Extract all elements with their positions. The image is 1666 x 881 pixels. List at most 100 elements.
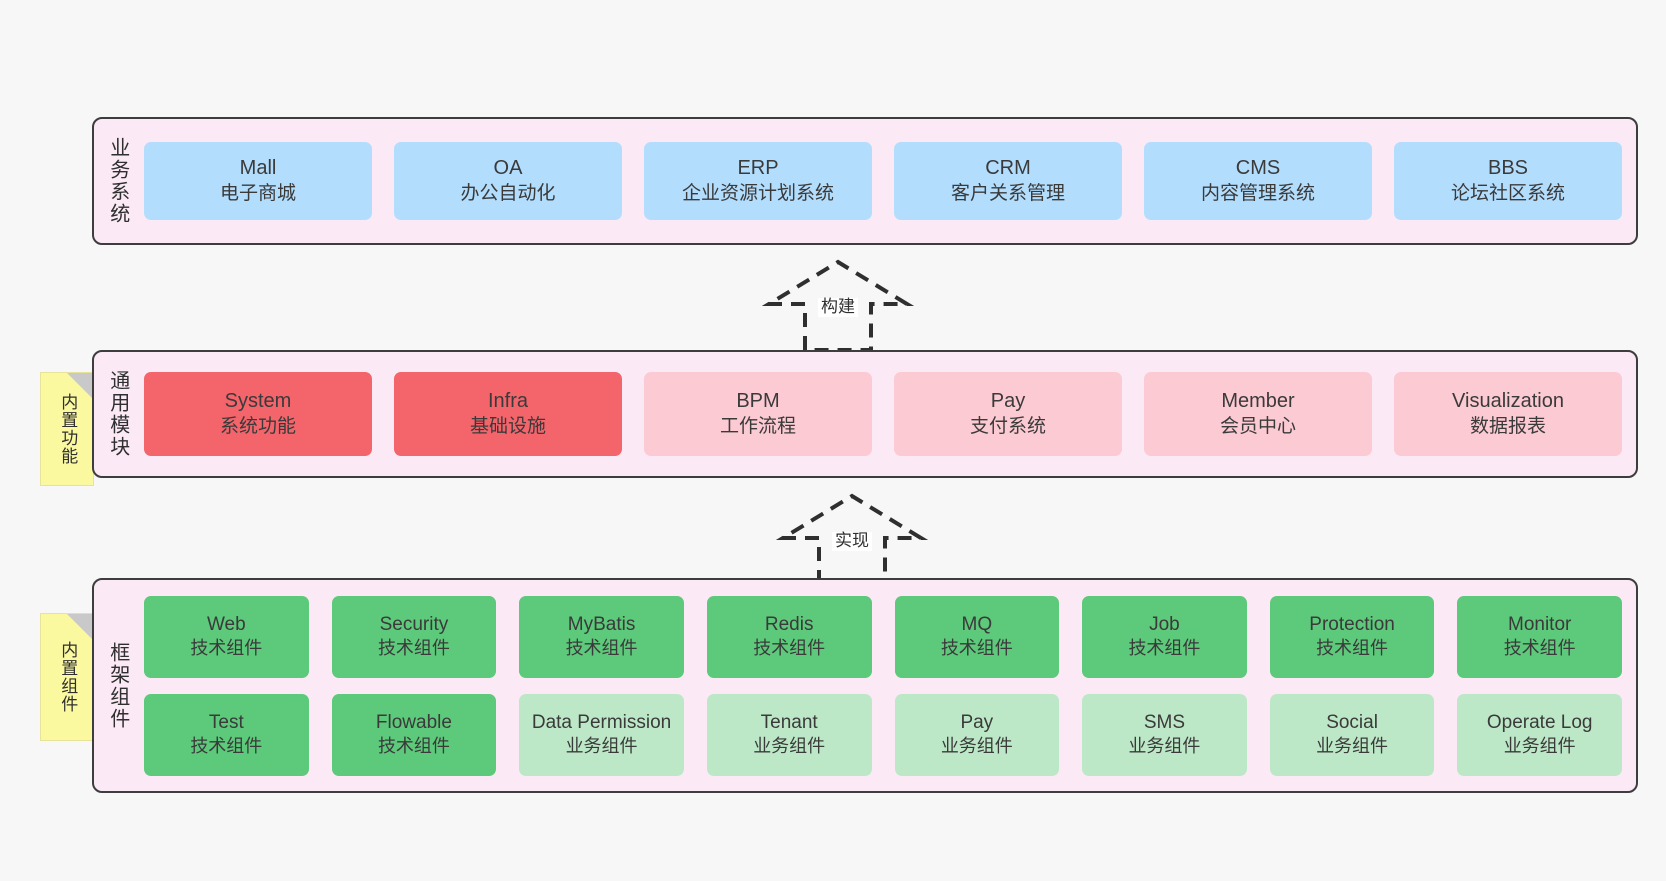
node-test-cn: 技术组件 [190, 736, 263, 757]
node-cms-cn: 内容管理系统 [1200, 182, 1315, 204]
node-tenant[interactable]: Tenant 业务组件 [706, 693, 872, 776]
layer-business-system[interactable]: 业务系统 Mall 电子商城 OA 办公自动化 ERP 企业资源计划系统 CRM… [92, 117, 1638, 245]
node-bpm-cn: 工作流程 [719, 415, 796, 437]
layer-common-module[interactable]: 通用模块 System 系统功能 Infra 基础设施 BPM 工作流程 Pay… [92, 350, 1638, 478]
node-protection[interactable]: Protection 技术组件 [1269, 595, 1435, 678]
node-pay-component-cn: 业务组件 [940, 736, 1013, 757]
node-test[interactable]: Test 技术组件 [144, 693, 309, 776]
node-visualization-cn: 数据报表 [1469, 415, 1546, 437]
node-monitor-cn: 技术组件 [1503, 638, 1576, 659]
node-erp[interactable]: ERP 企业资源计划系统 [644, 142, 872, 220]
node-web[interactable]: Web 技术组件 [144, 595, 309, 678]
node-visualization[interactable]: Visualization 数据报表 [1394, 372, 1622, 456]
node-bpm[interactable]: BPM 工作流程 [644, 372, 872, 456]
framework-tech-row: Web 技术组件 Security 技术组件 MyBatis 技术组件 Redi… [144, 595, 1622, 678]
layer-framework-component[interactable]: 框架组件 Web 技术组件 Security 技术组件 MyBatis 技术组件… [92, 578, 1638, 793]
business-system-row: Mall 电子商城 OA 办公自动化 ERP 企业资源计划系统 CRM 客户关系… [144, 142, 1622, 220]
node-member-cn: 会员中心 [1219, 415, 1296, 437]
node-cms-en: CMS [1235, 157, 1281, 180]
node-oa[interactable]: OA 办公自动化 [394, 142, 622, 220]
node-test-en: Test [208, 711, 244, 733]
node-job[interactable]: Job 技术组件 [1082, 595, 1247, 678]
sticky-note-builtin-component: 内置组件 [40, 613, 94, 741]
node-mall[interactable]: Mall 电子商城 [144, 142, 372, 220]
node-bbs-cn: 论坛社区系统 [1450, 182, 1565, 204]
node-social[interactable]: Social 业务组件 [1269, 693, 1435, 776]
node-tenant-en: Tenant [760, 711, 818, 733]
node-protection-en: Protection [1309, 613, 1395, 635]
node-mq-cn: 技术组件 [940, 638, 1013, 659]
node-erp-cn: 企业资源计划系统 [681, 182, 834, 204]
node-redis[interactable]: Redis 技术组件 [706, 595, 872, 678]
node-mybatis-cn: 技术组件 [565, 638, 638, 659]
sticky-note-builtin-function: 内置功能 [40, 372, 94, 486]
node-sms-en: SMS [1143, 711, 1186, 733]
node-operate-log-en: Operate Log [1486, 711, 1593, 733]
common-module-row: System 系统功能 Infra 基础设施 BPM 工作流程 Pay 支付系统… [144, 372, 1622, 456]
node-flowable[interactable]: Flowable 技术组件 [331, 693, 497, 776]
connector-build-label: 构建 [818, 297, 858, 317]
node-security-en: Security [379, 613, 449, 635]
layer-title-framework-component: 框架组件 [106, 641, 129, 730]
node-erp-en: ERP [737, 157, 779, 180]
node-sms-cn: 业务组件 [1128, 736, 1201, 757]
connector-build: 构建 [761, 258, 915, 353]
node-mall-en: Mall [239, 157, 277, 180]
node-pay-module-cn: 支付系统 [969, 415, 1046, 437]
node-member-en: Member [1221, 390, 1295, 413]
node-monitor-en: Monitor [1508, 613, 1572, 635]
node-oa-cn: 办公自动化 [460, 182, 556, 204]
node-security[interactable]: Security 技术组件 [331, 595, 497, 678]
node-flowable-cn: 技术组件 [377, 736, 450, 757]
layer-body-business-system: Mall 电子商城 OA 办公自动化 ERP 企业资源计划系统 CRM 客户关系… [140, 119, 1636, 243]
node-sms[interactable]: SMS 业务组件 [1082, 693, 1247, 776]
node-bbs[interactable]: BBS 论坛社区系统 [1394, 142, 1622, 220]
layer-body-common-module: System 系统功能 Infra 基础设施 BPM 工作流程 Pay 支付系统… [140, 352, 1636, 476]
node-mybatis-en: MyBatis [567, 613, 636, 635]
node-redis-en: Redis [764, 613, 814, 635]
node-cms[interactable]: CMS 内容管理系统 [1144, 142, 1372, 220]
node-crm[interactable]: CRM 客户关系管理 [894, 142, 1122, 220]
node-system[interactable]: System 系统功能 [144, 372, 372, 456]
node-bpm-en: BPM [736, 390, 780, 413]
node-operate-log[interactable]: Operate Log 业务组件 [1457, 693, 1622, 776]
node-protection-cn: 技术组件 [1316, 638, 1389, 659]
node-pay-component[interactable]: Pay 业务组件 [894, 693, 1060, 776]
node-tenant-cn: 业务组件 [753, 736, 826, 757]
node-pay-module-en: Pay [990, 390, 1026, 413]
layer-title-common-module: 通用模块 [106, 370, 129, 458]
node-social-cn: 业务组件 [1316, 736, 1389, 757]
layer-body-framework-component: Web 技术组件 Security 技术组件 MyBatis 技术组件 Redi… [140, 580, 1636, 791]
node-data-permission[interactable]: Data Permission 业务组件 [519, 693, 684, 776]
node-infra[interactable]: Infra 基础设施 [394, 372, 622, 456]
node-monitor[interactable]: Monitor 技术组件 [1457, 595, 1622, 678]
connector-implement-label: 实现 [832, 531, 872, 551]
node-mybatis[interactable]: MyBatis 技术组件 [519, 595, 684, 678]
node-job-cn: 技术组件 [1128, 638, 1201, 659]
framework-business-row: Test 技术组件 Flowable 技术组件 Data Permission … [144, 693, 1622, 776]
node-flowable-en: Flowable [375, 711, 452, 733]
node-infra-en: Infra [487, 390, 529, 413]
node-redis-cn: 技术组件 [753, 638, 826, 659]
node-mq-en: MQ [961, 613, 993, 635]
node-crm-en: CRM [985, 157, 1031, 180]
sticky-note-builtin-component-label: 内置组件 [58, 641, 78, 713]
node-infra-cn: 基础设施 [469, 415, 546, 437]
node-mq[interactable]: MQ 技术组件 [894, 595, 1060, 678]
node-data-permission-en: Data Permission [531, 711, 672, 733]
node-web-en: Web [206, 613, 246, 635]
node-social-en: Social [1326, 711, 1378, 733]
node-operate-log-cn: 业务组件 [1503, 736, 1576, 757]
node-crm-cn: 客户关系管理 [950, 182, 1065, 204]
layer-title-business-system: 业务系统 [106, 137, 129, 225]
node-web-cn: 技术组件 [190, 638, 263, 659]
node-pay-component-en: Pay [960, 711, 994, 733]
node-pay-module[interactable]: Pay 支付系统 [894, 372, 1122, 456]
node-bbs-en: BBS [1487, 157, 1529, 180]
node-system-en: System [224, 390, 292, 413]
node-job-en: Job [1149, 613, 1180, 635]
node-member[interactable]: Member 会员中心 [1144, 372, 1372, 456]
node-security-cn: 技术组件 [377, 638, 450, 659]
node-visualization-en: Visualization [1452, 390, 1564, 413]
